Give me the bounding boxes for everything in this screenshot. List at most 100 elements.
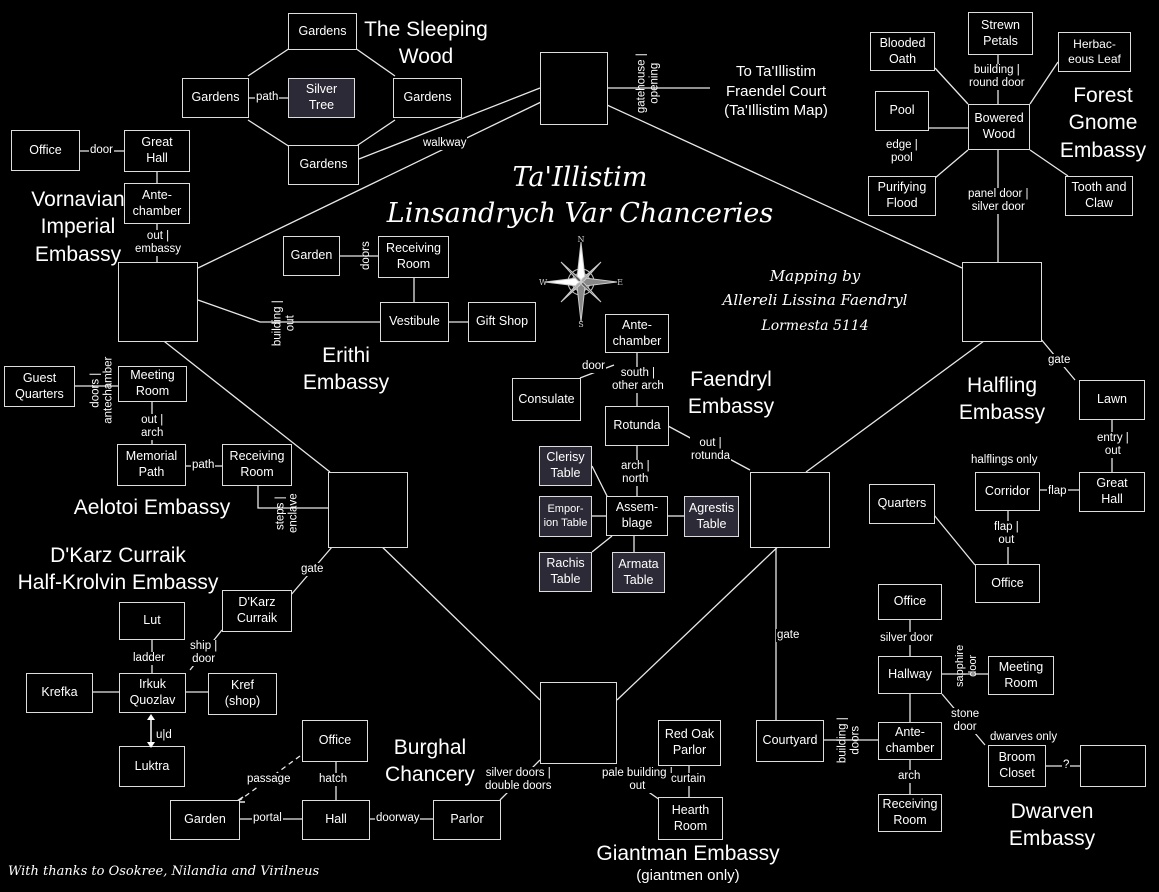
room-fg-strewn-petals[interactable]: Strewn Petals bbox=[968, 12, 1033, 55]
room-v-office[interactable]: Office bbox=[11, 130, 80, 171]
room-d-curraik[interactable]: D'Karz Curraik bbox=[222, 590, 292, 632]
label-b-hatch: hatch bbox=[318, 773, 349, 787]
room-sw-silver-tree[interactable]: Silver Tree bbox=[288, 78, 355, 118]
hub-northwest[interactable] bbox=[118, 262, 198, 342]
label-d-ship-door: ship | door bbox=[189, 640, 219, 667]
title-erithi: Erithi Embassy bbox=[302, 344, 390, 395]
credit-line-3: Lormesta 5114 bbox=[761, 318, 869, 334]
room-v-great-hall[interactable]: Great Hall bbox=[124, 130, 190, 172]
room-dw-hallway[interactable]: Hallway bbox=[878, 656, 942, 694]
credit-line-1: Mapping by bbox=[769, 267, 861, 285]
label-b-portal: portal bbox=[252, 812, 283, 826]
room-g-hearth[interactable]: Hearth Room bbox=[658, 797, 723, 840]
hub-west[interactable] bbox=[328, 472, 408, 548]
room-dw-meeting[interactable]: Meeting Room bbox=[988, 656, 1054, 695]
label-d-ud: u|d bbox=[155, 729, 173, 743]
label-h-halflings-only: halflings only bbox=[970, 454, 1039, 468]
label-h-gate: gate bbox=[1047, 354, 1072, 368]
room-e-vestibule[interactable]: Vestibule bbox=[380, 302, 449, 342]
room-dw-courtyard[interactable]: Courtyard bbox=[756, 720, 824, 762]
room-fg-tooth-claw[interactable]: Tooth and Claw bbox=[1065, 176, 1133, 216]
label-e-doors: doors bbox=[359, 241, 372, 270]
room-a-memorial[interactable]: Memorial Path bbox=[117, 444, 186, 486]
room-dw-antechamber[interactable]: Ante- chamber bbox=[878, 722, 942, 760]
title-giantman-note: (giantmen only) bbox=[636, 867, 740, 884]
room-fg-herbaceous[interactable]: Herbac- eous Leaf bbox=[1058, 32, 1131, 72]
room-f-clerisy[interactable]: Clerisy Table bbox=[539, 446, 592, 486]
room-sw-gardens-left[interactable]: Gardens bbox=[182, 78, 249, 118]
title-faendryl: Faendryl Embassy bbox=[687, 368, 775, 419]
hub-south[interactable] bbox=[540, 682, 617, 764]
hub-north[interactable] bbox=[540, 52, 608, 125]
room-h-corridor[interactable]: Corridor bbox=[975, 472, 1040, 511]
label-e-building-out: building | out bbox=[271, 300, 297, 347]
room-d-lut[interactable]: Lut bbox=[119, 602, 185, 640]
room-b-garden[interactable]: Garden bbox=[170, 800, 240, 840]
room-e-gift-shop[interactable]: Gift Shop bbox=[468, 302, 536, 342]
room-f-consulate[interactable]: Consulate bbox=[512, 378, 581, 421]
room-f-antechamber[interactable]: Ante- chamber bbox=[605, 314, 669, 353]
room-dw-unknown[interactable] bbox=[1080, 745, 1146, 787]
room-v-antechamber[interactable]: Ante- chamber bbox=[124, 183, 190, 224]
room-b-office[interactable]: Office bbox=[302, 720, 368, 762]
title-dkarz: D'Karz Curraik Half-Krolvin Embassy bbox=[17, 544, 219, 595]
room-f-rotunda[interactable]: Rotunda bbox=[605, 406, 669, 446]
room-d-krefka[interactable]: Krefka bbox=[26, 673, 93, 713]
room-dw-office[interactable]: Office bbox=[878, 584, 942, 620]
exit-ta-illistim[interactable]: To Ta'Illistim Fraendel Court (Ta'Illist… bbox=[724, 63, 828, 119]
label-h-flap-out: flap | out bbox=[993, 521, 1020, 548]
room-a-meeting[interactable]: Meeting Room bbox=[118, 366, 187, 402]
label-f-out-rotunda: out | rotunda bbox=[690, 437, 732, 464]
label-dw-silver-door: silver door bbox=[879, 632, 935, 646]
label-v-out-embassy: out | embassy bbox=[134, 230, 183, 257]
room-sw-gardens-right[interactable]: Gardens bbox=[393, 78, 462, 118]
room-sw-gardens-top[interactable]: Gardens bbox=[288, 13, 357, 50]
room-dw-broom[interactable]: Broom Closet bbox=[988, 745, 1046, 787]
room-fg-pool[interactable]: Pool bbox=[875, 91, 929, 131]
label-dw-building-doors: building | doors bbox=[836, 717, 862, 764]
hub-northeast[interactable] bbox=[962, 262, 1042, 342]
label-dw-question: ? bbox=[1062, 759, 1071, 773]
room-g-red-oak[interactable]: Red Oak Parlor bbox=[658, 720, 721, 766]
label-dw-stone: stone door bbox=[950, 708, 981, 735]
room-d-kref[interactable]: Kref (shop) bbox=[208, 673, 277, 715]
label-dw-sapphire: sapphire door bbox=[954, 644, 979, 687]
room-f-assemblage[interactable]: Assem- blage bbox=[606, 496, 668, 536]
label-d-ladder: ladder bbox=[132, 652, 166, 666]
room-f-rachis[interactable]: Rachis Table bbox=[539, 552, 592, 592]
room-h-office[interactable]: Office bbox=[975, 564, 1040, 603]
label-silver-doors: silver doors | double doors bbox=[484, 767, 553, 794]
room-f-armata[interactable]: Armata Table bbox=[612, 552, 665, 593]
room-h-lawn[interactable]: Lawn bbox=[1079, 380, 1145, 420]
room-fg-purifying[interactable]: Purifying Flood bbox=[868, 176, 936, 216]
room-b-hall[interactable]: Hall bbox=[302, 800, 370, 840]
room-d-irkuk[interactable]: Irkuk Quozlav bbox=[119, 673, 186, 713]
room-e-receiving[interactable]: Receiving Room bbox=[378, 236, 449, 278]
room-a-receiving[interactable]: Receiving Room bbox=[222, 444, 292, 486]
credit-line-2: Allereli Lissina Faendryl bbox=[722, 291, 908, 309]
room-d-luktra[interactable]: Luktra bbox=[119, 746, 185, 787]
room-f-agrestis[interactable]: Agrestis Table bbox=[684, 496, 739, 537]
label-sw-path: path bbox=[255, 91, 280, 105]
title-giantman: Giantman Embassy bbox=[596, 842, 780, 865]
room-fg-bowered-wood[interactable]: Bowered Wood bbox=[968, 104, 1030, 150]
label-b-passage: passage bbox=[246, 773, 292, 787]
room-sw-gardens-bottom[interactable]: Gardens bbox=[288, 145, 359, 185]
map-title: Ta'Illistim Linsandrych Var Chanceries bbox=[386, 162, 774, 230]
label-g-pale-building: pale building | out bbox=[601, 767, 674, 794]
room-f-emporion[interactable]: Empor- ion Table bbox=[539, 496, 592, 537]
room-h-quarters[interactable]: Quarters bbox=[869, 484, 935, 524]
room-h-great-hall[interactable]: Great Hall bbox=[1079, 472, 1145, 512]
room-b-parlor[interactable]: Parlor bbox=[433, 800, 501, 840]
hub-east[interactable] bbox=[750, 472, 830, 548]
room-e-garden[interactable]: Garden bbox=[283, 236, 340, 276]
label-dw-dwarves-only: dwarves only bbox=[989, 731, 1059, 745]
room-dw-receiving[interactable]: Receiving Room bbox=[878, 794, 942, 832]
label-f-door: door bbox=[581, 360, 607, 374]
title-dwarven: Dwarven Embassy bbox=[1008, 800, 1096, 851]
label-walkway: walkway bbox=[422, 137, 468, 151]
room-a-guest[interactable]: Guest Quarters bbox=[4, 366, 75, 407]
title-forest-gnome: Forest Gnome Embassy bbox=[1059, 84, 1147, 162]
label-d-gate: gate bbox=[300, 563, 325, 577]
room-fg-blooded-oath[interactable]: Blooded Oath bbox=[870, 32, 935, 71]
